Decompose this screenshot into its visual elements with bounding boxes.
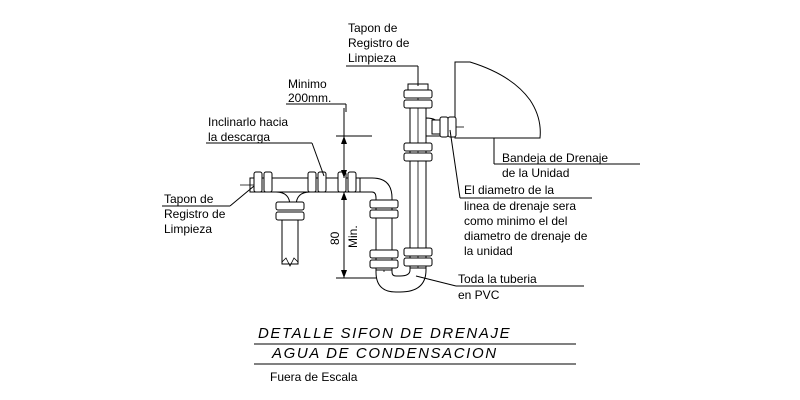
label-bandeja-2: de la Unidad bbox=[502, 166, 569, 180]
label-inclinarlo-2: la descarga bbox=[208, 130, 270, 144]
label-tapon-left-3: Limpieza bbox=[164, 222, 212, 236]
horizontal-drain-pipe bbox=[240, 171, 361, 193]
trap-left-leg bbox=[369, 199, 399, 271]
left-cleanout-tee bbox=[253, 171, 311, 267]
leader-lines bbox=[162, 65, 640, 287]
u-trap bbox=[375, 267, 427, 293]
label-dimension-min: Min. bbox=[346, 225, 360, 248]
label-diametro-2: linea de drenaje sera bbox=[464, 199, 576, 213]
label-tapon-top-2: Registro de bbox=[348, 36, 410, 50]
vertical-riser-pipe bbox=[409, 86, 427, 272]
label-inclinarlo-1: Inclinarlo hacia bbox=[208, 115, 288, 129]
label-tuberia-1: Toda la tuberia bbox=[458, 272, 537, 286]
pan-connection-tee bbox=[425, 116, 464, 138]
label-diametro-1: El diametro de la bbox=[464, 183, 554, 197]
top-cleanout-plug bbox=[403, 83, 433, 109]
scale-note: Fuera de Escala bbox=[270, 370, 358, 384]
dimension-minimo-200 bbox=[336, 108, 372, 178]
label-diametro-5: la unidad bbox=[464, 244, 513, 258]
label-tapon-top-3: Limpieza bbox=[348, 51, 396, 65]
label-tapon-left-1: Tapon de bbox=[164, 192, 214, 206]
label-tapon-left-2: Registro de bbox=[164, 207, 226, 221]
label-minimo-2: 200mm. bbox=[288, 91, 331, 105]
title-block: DETALLE SIFON DE DRENAJE AGUA DE CONDENS… bbox=[254, 325, 576, 384]
label-dimension-80: 80 bbox=[328, 231, 342, 245]
dimension-80-min bbox=[336, 192, 376, 279]
title-line-2: AGUA DE CONDENSACION bbox=[271, 345, 498, 362]
label-tuberia-2: en PVC bbox=[458, 288, 500, 302]
label-diametro-3: como minimo el del bbox=[464, 214, 567, 228]
label-tapon-top-1: Tapon de bbox=[348, 21, 398, 35]
trap-elbow bbox=[359, 177, 393, 201]
riser-lower-union bbox=[403, 142, 433, 267]
drain-pan bbox=[454, 61, 541, 139]
label-minimo-1: Minimo bbox=[288, 77, 327, 91]
title-line-1: DETALLE SIFON DE DRENAJE bbox=[258, 325, 511, 342]
label-bandeja-1: Bandeja de Drenaje bbox=[502, 151, 608, 165]
label-diametro-4: diametro de drenaje de bbox=[464, 229, 588, 243]
